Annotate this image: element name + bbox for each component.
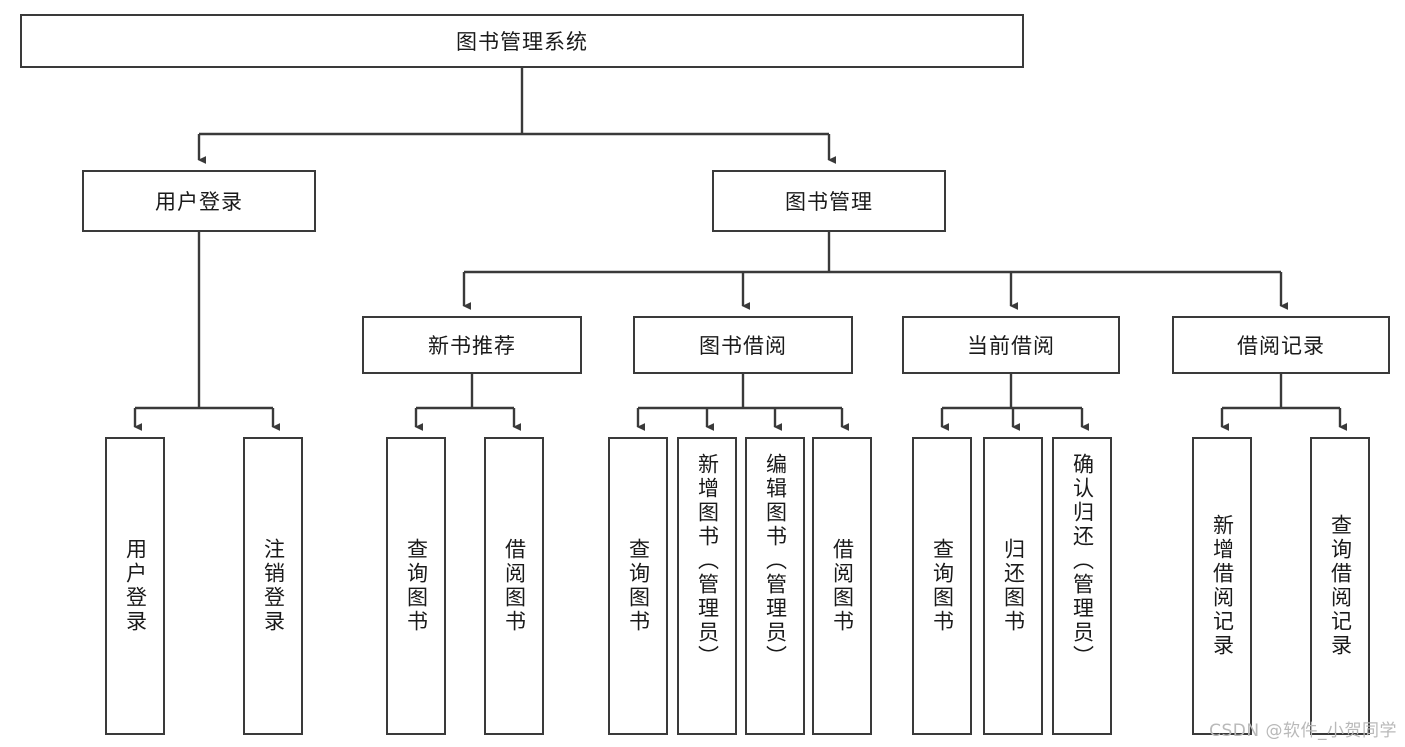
- node-leaf-borrow-book-1[interactable]: 借阅图书: [484, 437, 544, 735]
- node-leaf-query-book-2-label: 查询图书: [626, 538, 651, 634]
- node-leaf-return-book-label: 归还图书: [1001, 538, 1026, 634]
- node-borrow-record-label: 借阅记录: [1237, 334, 1325, 358]
- node-leaf-borrow-book-2[interactable]: 借阅图书: [812, 437, 872, 735]
- node-user-login[interactable]: 用户登录: [82, 170, 316, 232]
- node-leaf-edit-book-label: 编辑图书（管理员）: [763, 453, 788, 669]
- node-leaf-confirm-return-label: 确认归还（管理员）: [1070, 453, 1095, 669]
- node-book-manage-label: 图书管理: [785, 190, 873, 214]
- node-new-book-recommend[interactable]: 新书推荐: [362, 316, 582, 374]
- node-leaf-add-book-label: 新增图书（管理员）: [695, 453, 720, 669]
- node-leaf-borrow-book-2-label: 借阅图书: [830, 538, 855, 634]
- node-root[interactable]: 图书管理系统: [20, 14, 1024, 68]
- node-leaf-user-login-label: 用户登录: [123, 538, 148, 634]
- node-leaf-user-login[interactable]: 用户登录: [105, 437, 165, 735]
- node-current-borrow[interactable]: 当前借阅: [902, 316, 1120, 374]
- node-book-borrow[interactable]: 图书借阅: [633, 316, 853, 374]
- node-leaf-logout[interactable]: 注销登录: [243, 437, 303, 735]
- node-leaf-add-record-label: 新增借阅记录: [1210, 514, 1235, 658]
- node-user-login-label: 用户登录: [155, 190, 243, 214]
- node-leaf-query-book-2[interactable]: 查询图书: [608, 437, 668, 735]
- node-leaf-return-book[interactable]: 归还图书: [983, 437, 1043, 735]
- node-leaf-confirm-return[interactable]: 确认归还（管理员）: [1052, 437, 1112, 735]
- node-new-book-recommend-label: 新书推荐: [428, 334, 516, 358]
- node-leaf-query-book-1-label: 查询图书: [404, 538, 429, 634]
- watermark: CSDN @软件_小贺同学: [1209, 721, 1397, 741]
- node-book-manage[interactable]: 图书管理: [712, 170, 946, 232]
- node-leaf-add-record[interactable]: 新增借阅记录: [1192, 437, 1252, 735]
- node-current-borrow-label: 当前借阅: [967, 334, 1055, 358]
- node-leaf-query-book-3[interactable]: 查询图书: [912, 437, 972, 735]
- node-leaf-add-book[interactable]: 新增图书（管理员）: [677, 437, 737, 735]
- node-leaf-logout-label: 注销登录: [261, 538, 286, 634]
- node-root-label: 图书管理系统: [456, 30, 588, 54]
- node-leaf-query-book-1[interactable]: 查询图书: [386, 437, 446, 735]
- node-leaf-borrow-book-1-label: 借阅图书: [502, 538, 527, 634]
- node-leaf-query-record-label: 查询借阅记录: [1328, 514, 1353, 658]
- node-borrow-record[interactable]: 借阅记录: [1172, 316, 1390, 374]
- node-leaf-edit-book[interactable]: 编辑图书（管理员）: [745, 437, 805, 735]
- node-book-borrow-label: 图书借阅: [699, 334, 787, 358]
- node-leaf-query-record[interactable]: 查询借阅记录: [1310, 437, 1370, 735]
- node-leaf-query-book-3-label: 查询图书: [930, 538, 955, 634]
